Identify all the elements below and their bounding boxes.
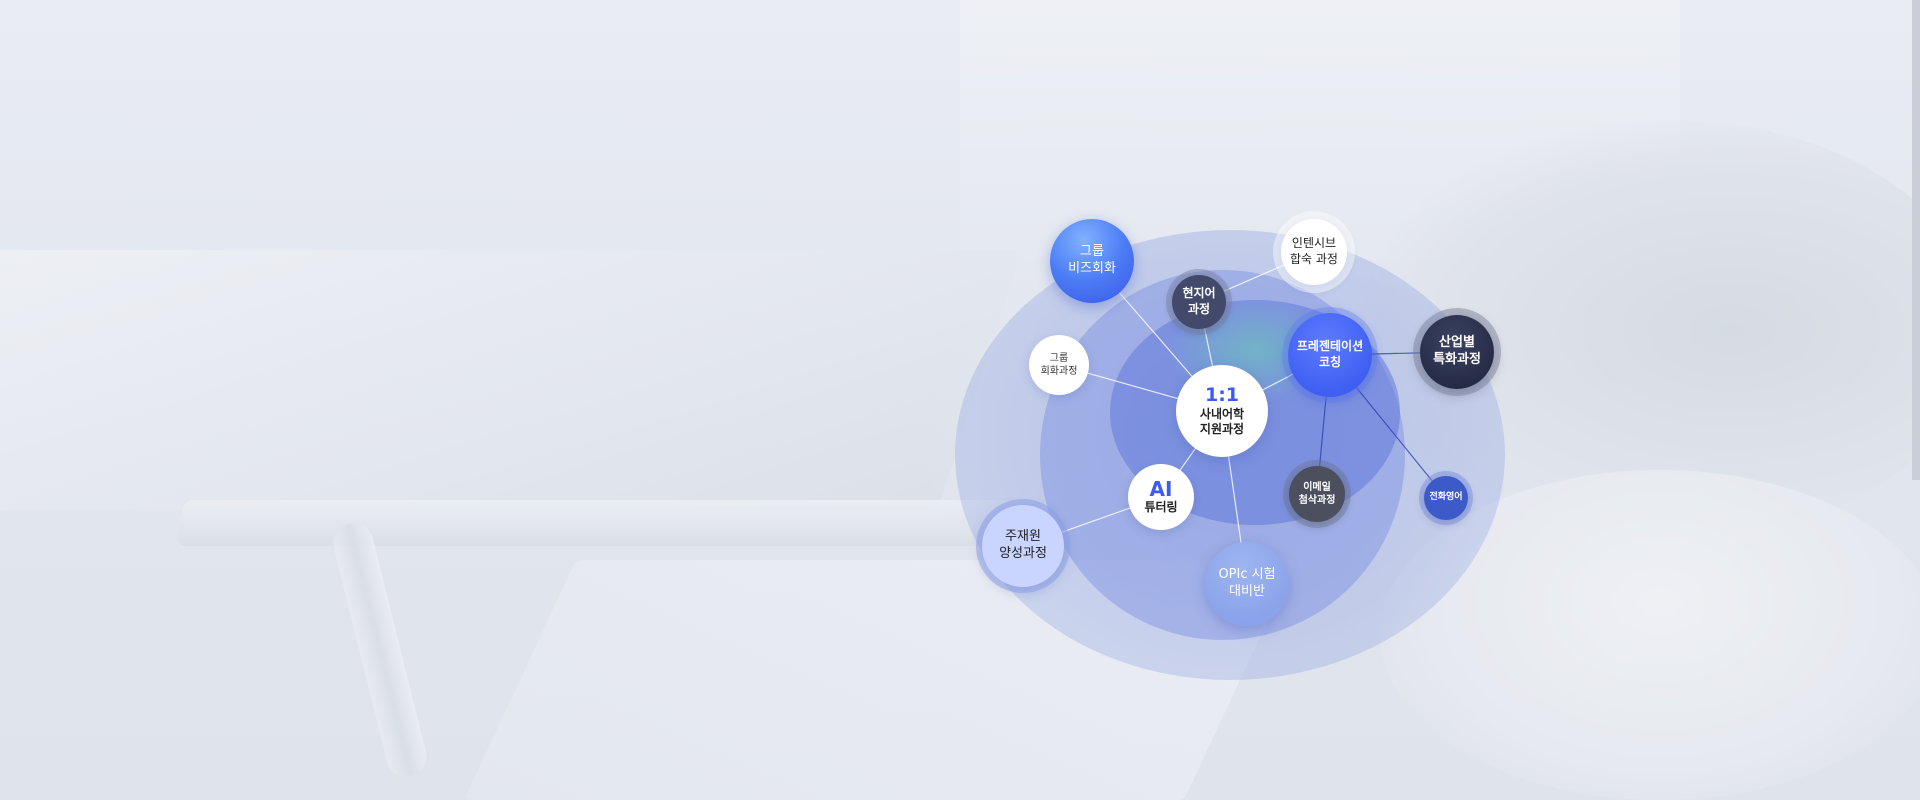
node-ai-line1: AI <box>1150 478 1173 500</box>
node-opic-line1: OPIc 시험 <box>1218 567 1275 584</box>
node-local[interactable]: 현지어 과정 <box>1172 275 1226 329</box>
node-presentation[interactable]: 프레젠테이션 코칭 <box>1288 313 1372 397</box>
node-group-conv-line1: 그룹 <box>1050 352 1068 365</box>
node-center-line2: 사내어학 <box>1200 407 1244 423</box>
node-industry-line1: 산업별 <box>1439 335 1475 352</box>
node-group-biz[interactable]: 그룹 비즈회화 <box>1050 219 1134 303</box>
node-industry-line2: 특화과정 <box>1433 352 1481 369</box>
node-local-line1: 현지어 <box>1182 286 1215 302</box>
node-intensive[interactable]: 인텐시브 합숙 과정 <box>1281 219 1347 285</box>
node-ai-tutoring[interactable]: AI 튜터링 <box>1128 464 1194 530</box>
node-expat[interactable]: 주재원 양성과정 <box>982 505 1064 587</box>
node-group-biz-line2: 비즈회화 <box>1068 261 1116 278</box>
node-email[interactable]: 이메일 첨삭과정 <box>1289 466 1345 522</box>
node-center[interactable]: 1:1 사내어학 지원과정 <box>1176 365 1268 457</box>
node-email-line1: 이메일 <box>1303 481 1331 494</box>
node-group-biz-line1: 그룹 <box>1080 244 1104 261</box>
node-opic-line2: 대비반 <box>1229 584 1265 601</box>
node-center-line1: 1:1 <box>1205 384 1239 407</box>
node-opic[interactable]: OPIc 시험 대비반 <box>1205 542 1289 626</box>
node-presentation-line1: 프레젠테이션 <box>1297 339 1363 355</box>
node-expat-line1: 주재원 <box>1005 529 1041 546</box>
node-presentation-line2: 코칭 <box>1319 355 1341 371</box>
node-center-line3: 지원과정 <box>1200 422 1244 438</box>
node-expat-line2: 양성과정 <box>999 546 1047 563</box>
node-email-line2: 첨삭과정 <box>1299 494 1336 507</box>
node-group-conv[interactable]: 그룹 회화과정 <box>1029 335 1089 395</box>
node-local-line2: 과정 <box>1188 302 1210 318</box>
node-group-conv-line2: 회화과정 <box>1041 365 1078 378</box>
node-intensive-line2: 합숙 과정 <box>1290 252 1338 268</box>
node-ai-line2: 튜터링 <box>1144 500 1177 516</box>
node-phone-line1: 전화영어 <box>1429 492 1462 504</box>
node-industry[interactable]: 산업별 특화과정 <box>1420 315 1494 389</box>
node-phone[interactable]: 전화영어 <box>1424 476 1468 520</box>
node-intensive-line1: 인텐시브 <box>1292 236 1336 252</box>
